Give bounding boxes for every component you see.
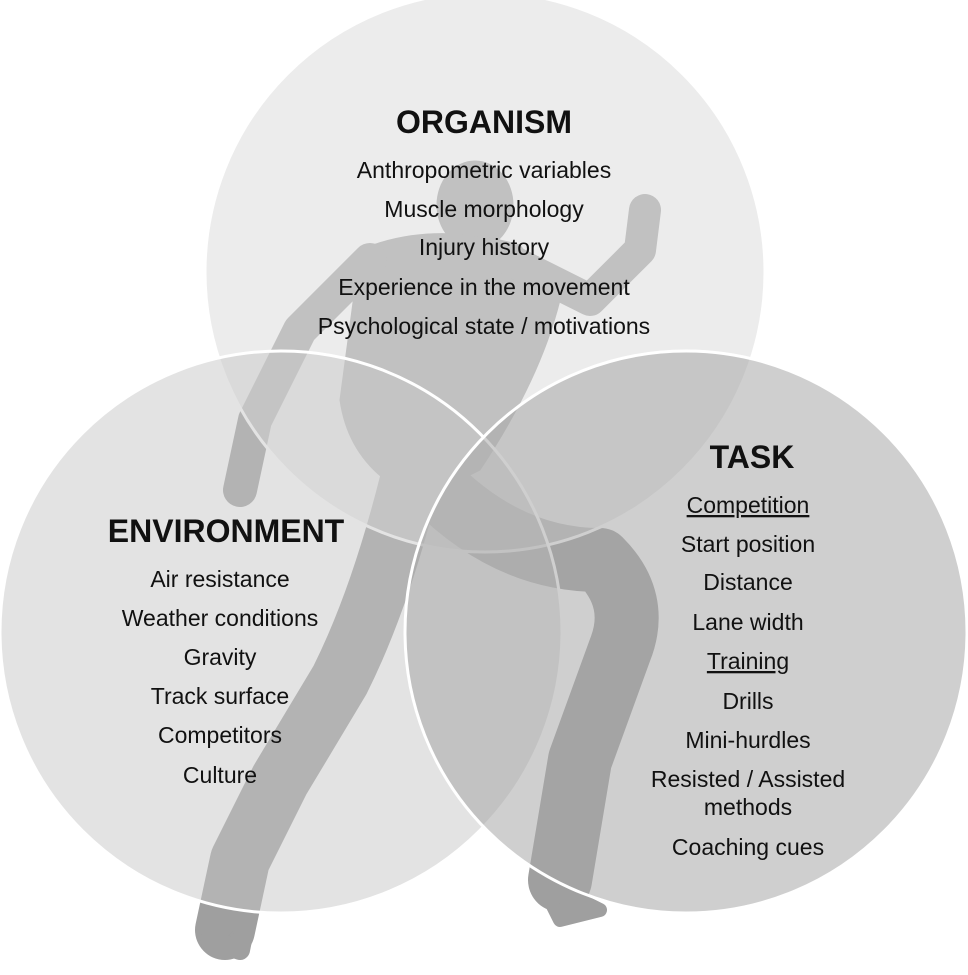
task-item: Coaching cues bbox=[672, 834, 824, 860]
task-item: Drills bbox=[722, 688, 773, 714]
environment-item: Competitors bbox=[158, 722, 282, 748]
environment-item: Weather conditions bbox=[122, 605, 318, 631]
organism-item: Injury history bbox=[419, 234, 550, 260]
organism-item: Anthropometric variables bbox=[357, 157, 611, 183]
environment-item: Track surface bbox=[151, 683, 289, 709]
task-title: TASK bbox=[710, 439, 795, 475]
organism-item: Muscle morphology bbox=[384, 196, 584, 222]
task-item: methods bbox=[704, 794, 792, 820]
environment-item: Gravity bbox=[184, 644, 257, 670]
task-competition-heading: Competition bbox=[687, 492, 810, 518]
environment-item: Culture bbox=[183, 762, 257, 788]
task-item: Mini-hurdles bbox=[685, 727, 810, 753]
organism-item: Psychological state / motivations bbox=[318, 313, 650, 339]
task-item: Resisted / Assisted bbox=[651, 766, 845, 792]
environment-item: Air resistance bbox=[150, 566, 289, 592]
task-item: Distance bbox=[703, 569, 792, 595]
task-circle bbox=[403, 349, 968, 915]
task-training-heading: Training bbox=[707, 648, 789, 674]
organism-title: ORGANISM bbox=[396, 104, 572, 140]
task-item: Start position bbox=[681, 531, 815, 557]
organism-item: Experience in the movement bbox=[338, 274, 630, 300]
task-item: Lane width bbox=[692, 609, 803, 635]
environment-title: ENVIRONMENT bbox=[108, 513, 345, 549]
